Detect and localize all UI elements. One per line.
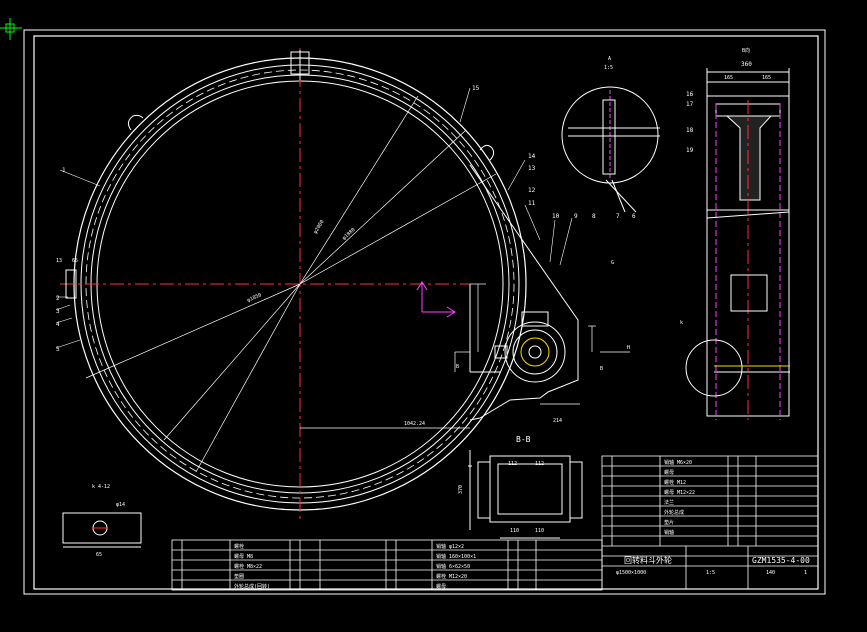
b-right-label: B	[600, 366, 603, 372]
dim-370: 370	[458, 485, 464, 494]
plate-title: k 4-12	[92, 484, 110, 490]
tb-row-3: 螺母 M12×22	[664, 489, 695, 496]
balloon-5: 5	[56, 346, 60, 353]
tb-row-1: 螺母	[664, 469, 674, 476]
dim-2000: φ2000	[313, 219, 326, 235]
parts-left-0: 螺栓	[234, 543, 244, 550]
tb-scale: 1:5	[706, 570, 715, 576]
tb-sheet: 1	[804, 570, 807, 576]
balloon-10: 10	[552, 213, 560, 220]
radial-lines	[85, 95, 497, 473]
balloon-16: 16	[686, 91, 694, 98]
tb-row-4: 法兰	[664, 499, 674, 506]
crosshair-cursor-icon	[0, 18, 22, 40]
parts-left-3: 垫圈	[234, 573, 244, 580]
balloon-14: 14	[528, 153, 536, 160]
tb-row-6: 垫片	[664, 519, 674, 526]
balloon-12: 12	[528, 187, 536, 194]
ucs-icon	[416, 281, 456, 318]
g-label: G	[611, 260, 614, 266]
parts-left-4: 外轮总成(回转)	[234, 583, 270, 590]
ring-lugs	[65, 114, 495, 299]
tb-row-5: 外轮总成	[664, 509, 684, 516]
balloon-3: 3	[56, 308, 60, 315]
balloon-11: 11	[528, 200, 536, 207]
title-block	[601, 455, 819, 590]
dim-13: 13	[56, 258, 62, 264]
dim-112-b: 112	[535, 461, 544, 467]
parts-mid-0: 销轴 φ12×2	[436, 543, 464, 550]
balloon-19: 19	[686, 147, 694, 154]
dim-165-right: 165	[762, 75, 771, 81]
balloon-7: 7	[616, 213, 620, 220]
tb-row-0: 销轴 M6×20	[664, 459, 692, 466]
parts-mid-4: 螺母	[436, 583, 446, 590]
leader-lines	[55, 87, 573, 349]
parts-mid-3: 螺栓 M12×20	[436, 573, 467, 580]
b-view	[685, 68, 790, 420]
tb-row-2: 螺栓 M12	[664, 479, 686, 486]
parts-mid-2: 销轴 6×62×50	[436, 563, 470, 570]
tb-drawing-no: GZM1535-4-00	[752, 556, 810, 565]
tb-spec: φ1500×1000	[616, 570, 646, 576]
balloon-4: 4	[56, 321, 60, 328]
parts-left-2: 螺栓 M8×22	[234, 563, 262, 570]
dim-360: 360	[741, 61, 752, 68]
plate-k	[62, 512, 142, 548]
k-label: k	[680, 320, 683, 326]
b-left-label: B	[456, 364, 459, 370]
balloon-1: 1	[62, 167, 66, 174]
dim-112-a: 112	[508, 461, 517, 467]
dim-165-left: 165	[724, 75, 733, 81]
plate-hole-dim: φ14	[116, 502, 125, 508]
main-dims	[300, 283, 630, 429]
inner-frame	[33, 35, 819, 590]
dim-214: 214	[553, 418, 562, 424]
section-a-label: A	[608, 56, 611, 62]
balloon-18: 18	[686, 127, 694, 134]
tb-name: 回转料斗外轮	[624, 555, 672, 565]
balloon-13: 13	[528, 165, 536, 172]
dim-110-a: 110	[510, 528, 519, 534]
balloon-2: 2	[56, 295, 60, 302]
tb-row-7: 销轴	[664, 529, 674, 536]
support-arm	[469, 164, 579, 421]
balloon-8: 8	[592, 213, 596, 220]
section-a-scale: 1:5	[604, 65, 613, 71]
b-view-label: B向	[742, 47, 750, 54]
balloon-15: 15	[472, 85, 480, 92]
section-bb	[468, 450, 583, 539]
detail-a	[561, 86, 660, 213]
dim-1042: 1042.24	[404, 421, 425, 427]
dim-1850: φ1850	[246, 292, 262, 304]
outer-frame	[23, 29, 826, 595]
balloon-17: 17	[686, 101, 694, 108]
h-label: H	[627, 345, 630, 351]
parts-left-1: 螺母 M8	[234, 553, 253, 560]
top-lug	[290, 50, 310, 80]
dim-65b: 65	[72, 258, 78, 264]
parts-mid-1: 销轴 160×100×1	[436, 553, 476, 560]
balloon-9: 9	[574, 213, 578, 220]
tb-weight: 140	[766, 570, 775, 576]
plate-width-dim: 65	[96, 552, 102, 558]
dim-110-b: 110	[535, 528, 544, 534]
dim-1880: φ1880	[341, 227, 356, 242]
balloon-6: 6	[632, 213, 636, 220]
section-bb-label: B-B	[516, 435, 531, 444]
